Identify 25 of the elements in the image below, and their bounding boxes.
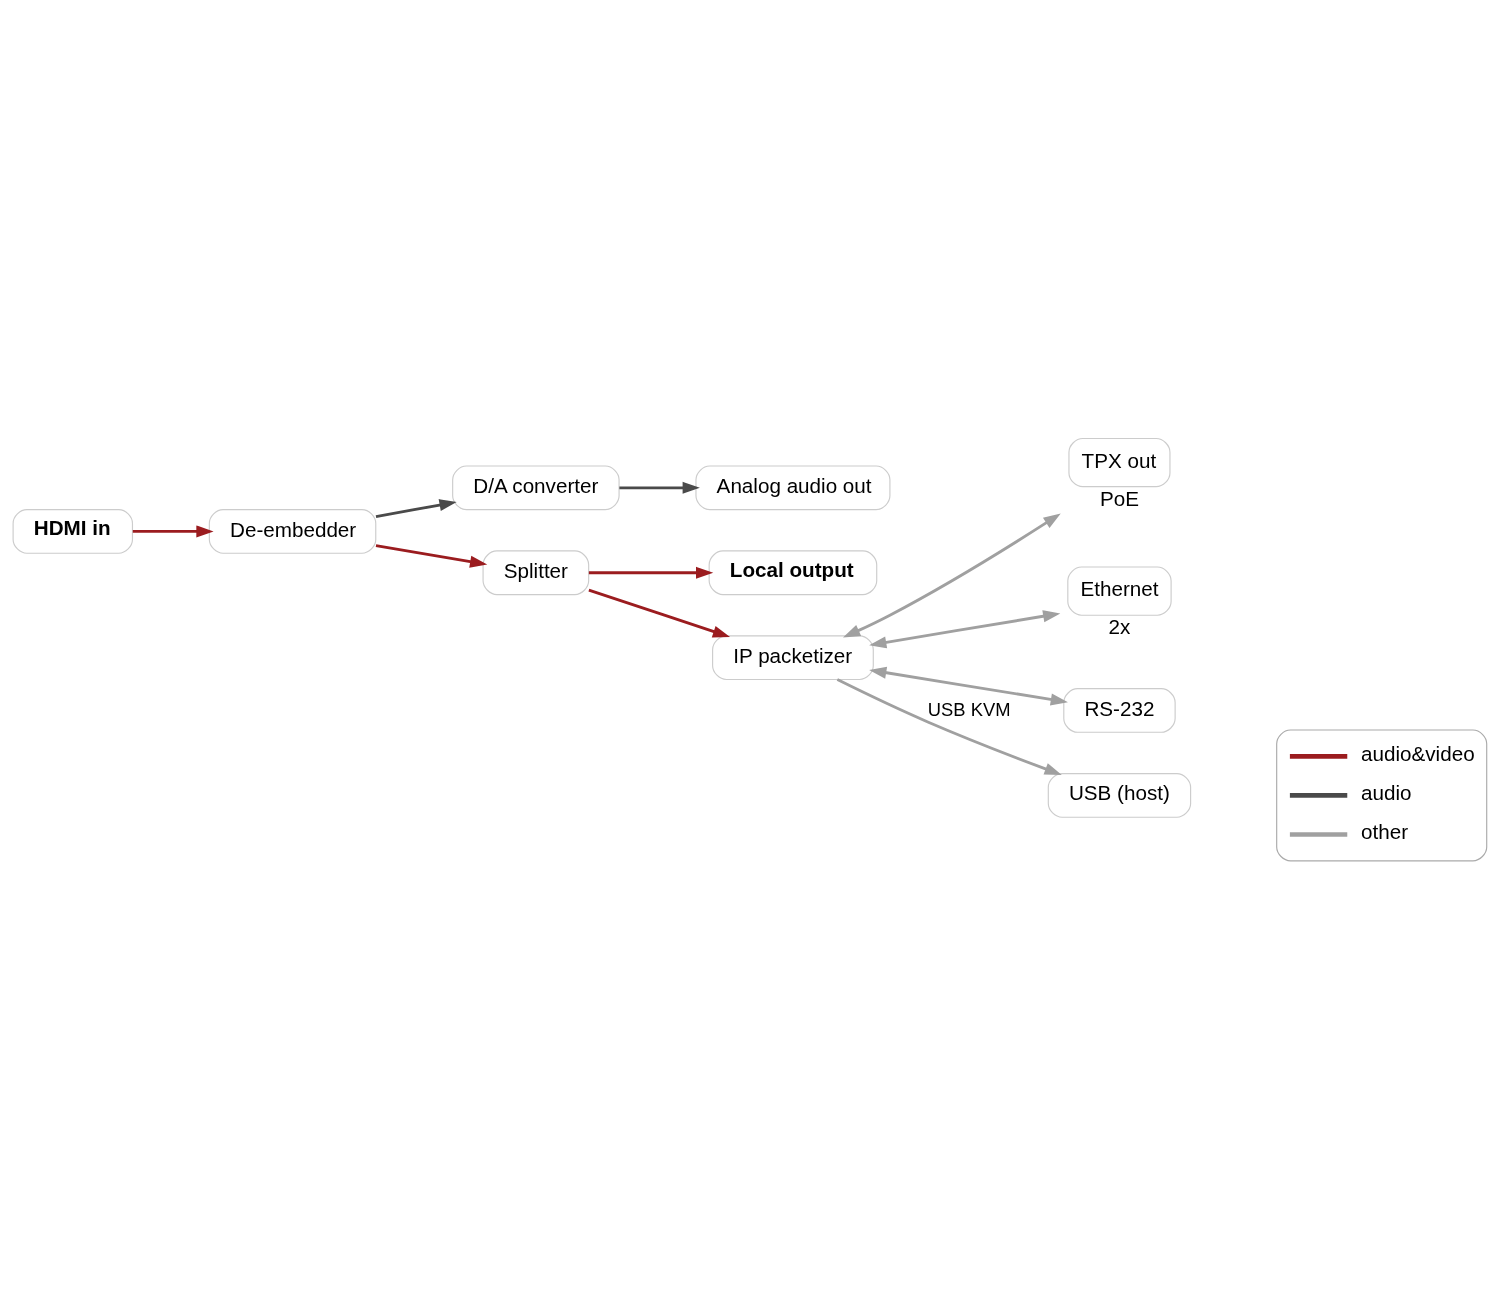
edge-label: USB KVM — [927, 698, 1011, 720]
legend-label: other — [1361, 819, 1409, 843]
node-box: D/A converter — [452, 464, 620, 510]
node-box: Splitter — [482, 549, 590, 595]
legend-label: audio — [1361, 780, 1412, 804]
arrow — [869, 609, 1061, 648]
arrow — [375, 543, 488, 568]
node-box: USB (host) — [1047, 772, 1192, 818]
arrow — [375, 498, 457, 518]
node-box: HDMI in — [12, 508, 134, 554]
arrow — [869, 666, 1068, 705]
arrow — [842, 512, 1061, 638]
node-box: Analog audio out — [695, 464, 891, 510]
node-box: IP packetizer — [712, 634, 874, 680]
arrow — [588, 566, 714, 579]
arrow — [619, 481, 700, 494]
node-label: PoE — [1099, 486, 1139, 509]
arrow — [588, 588, 731, 637]
node-box: RS-232 — [1063, 687, 1176, 733]
node-box: Local output — [708, 549, 878, 595]
node-box: De-embedder — [208, 508, 377, 554]
legend-label: audio&video — [1361, 741, 1475, 765]
arrow — [132, 524, 214, 537]
arrow — [836, 677, 1062, 775]
node-label: 2x — [1108, 614, 1131, 638]
